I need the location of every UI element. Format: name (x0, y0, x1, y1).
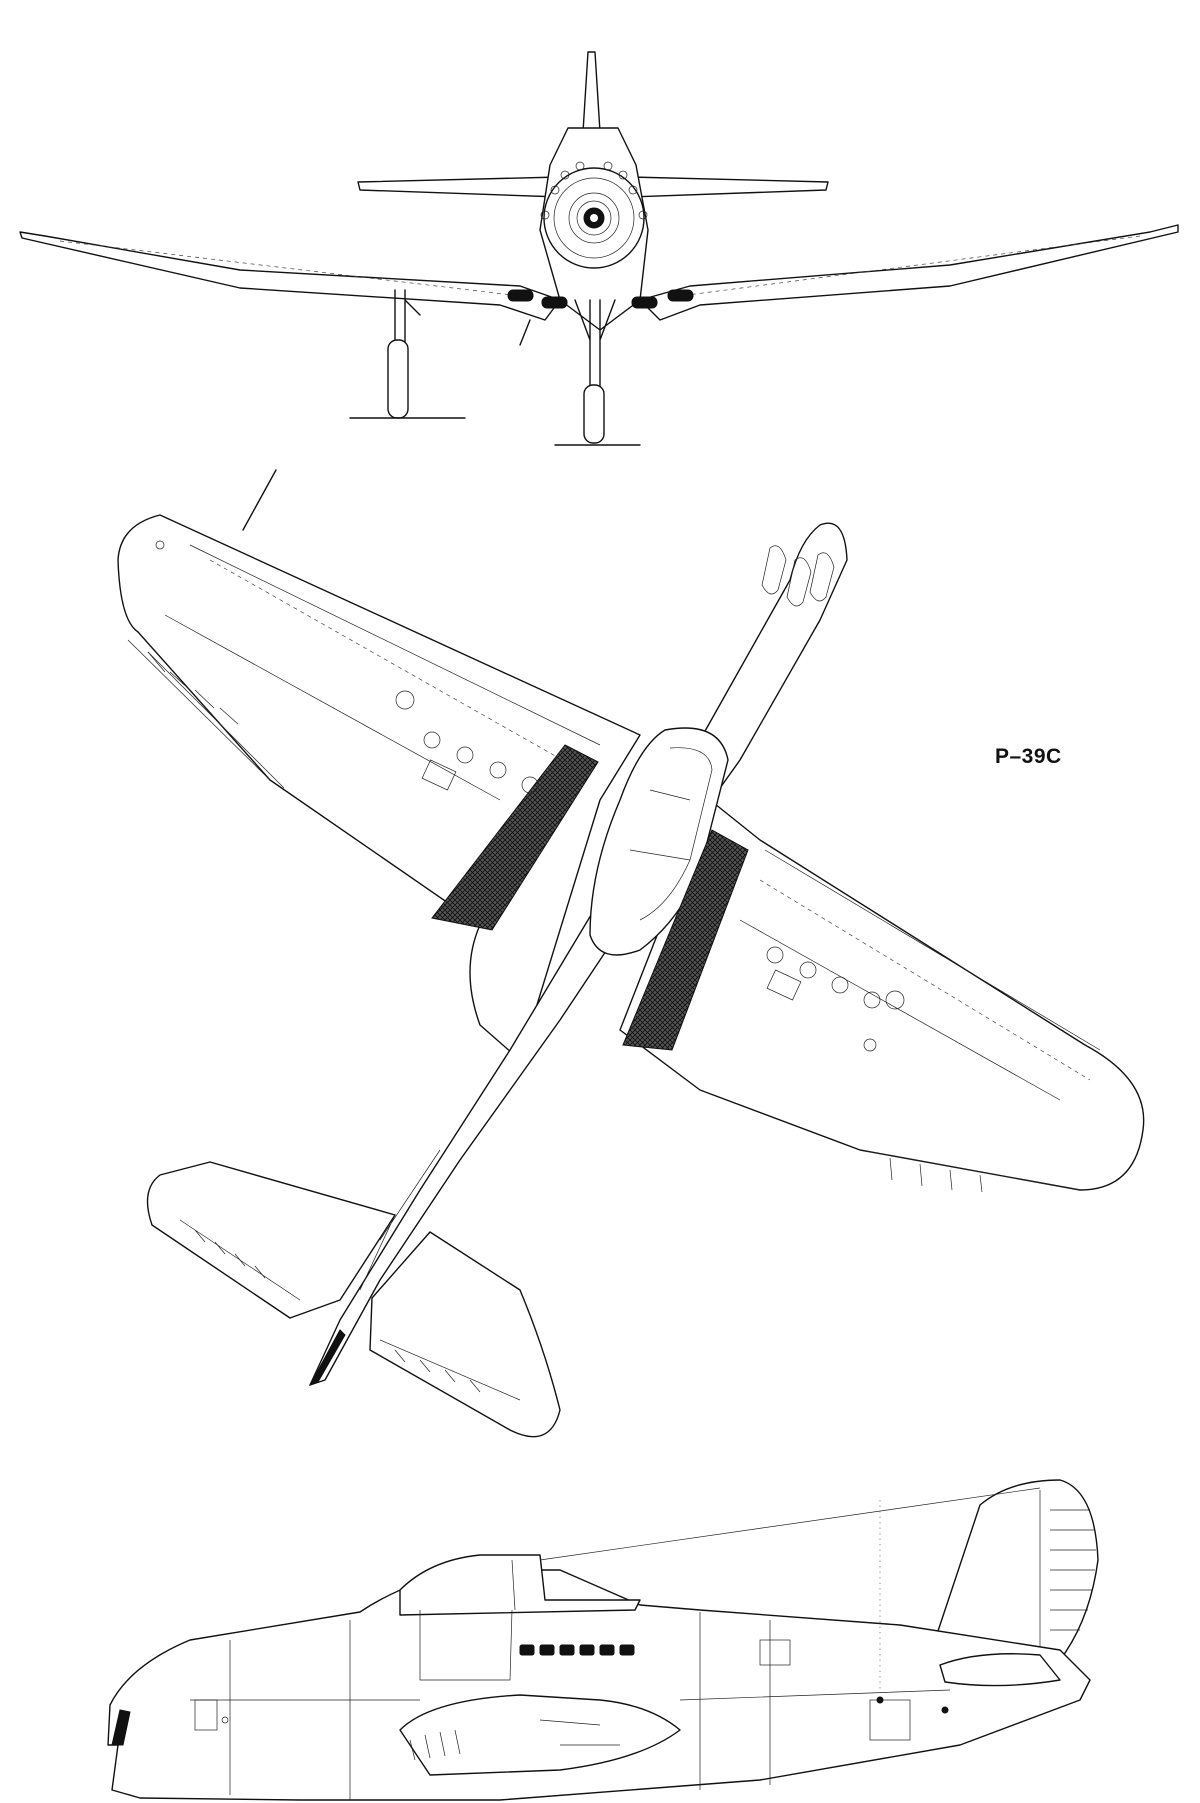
aircraft-designation-label: P–39C (995, 745, 1062, 768)
side-view (107, 1479, 1099, 1801)
front-view (19, 51, 1179, 446)
top-view (117, 469, 1145, 1438)
